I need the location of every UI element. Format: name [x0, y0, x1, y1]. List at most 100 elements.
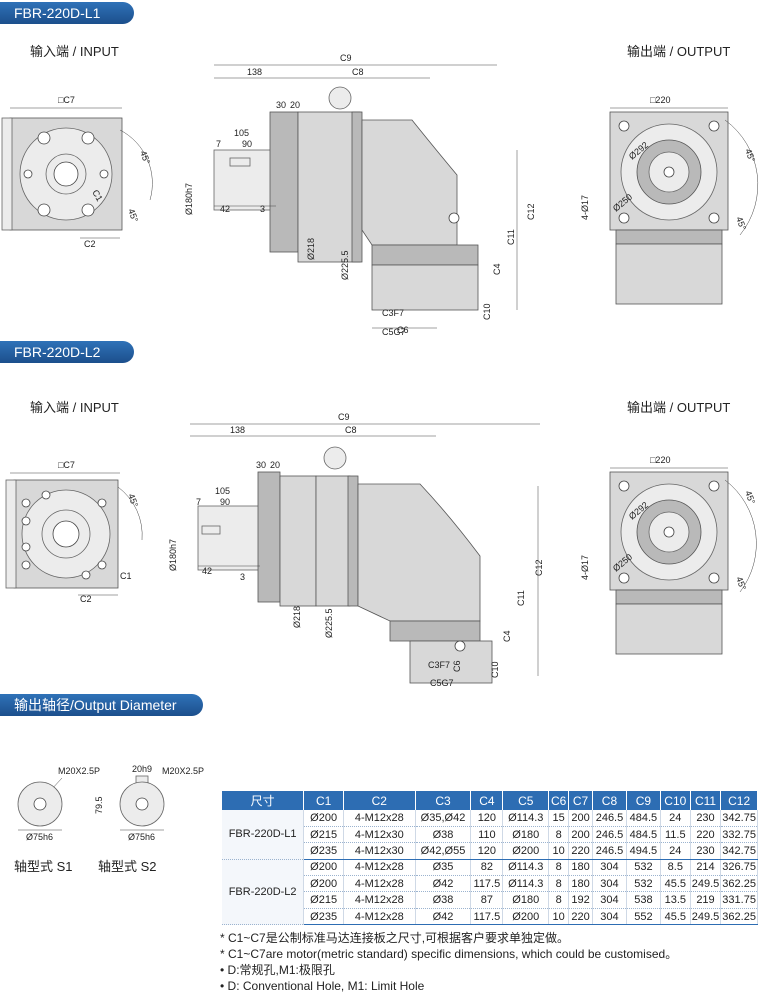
table-cell: 494.5 [626, 842, 661, 860]
dim-c10-l2: C10 [490, 661, 500, 678]
table-cell: 342.75 [720, 842, 758, 860]
dim-90: 90 [242, 139, 252, 149]
table-cell: 4-M12x28 [343, 810, 416, 827]
dim-c3f7: C3F7 [382, 308, 404, 318]
header-cell: C10 [660, 791, 691, 810]
table-cell: 220 [690, 826, 722, 844]
table-cell: 4-M12x28 [343, 891, 416, 909]
side-view-l1: C9 138 C8 30 20 105 7 90 42 3 Ø180h7 Ø21… [184, 53, 536, 337]
table-row: Ø215 4-M12x28 Ø38 87 Ø180 8 192 304 538 … [222, 891, 758, 909]
dim-c3f7-l2: C3F7 [428, 660, 450, 670]
dim-sq220-l2: □220 [650, 455, 670, 465]
table-cell: 532 [626, 859, 661, 877]
s1-diameter-label: Ø75h6 [26, 832, 53, 842]
header-cell: C11 [690, 791, 722, 810]
input-view-l2: □C7 45° C1 C2 [5, 460, 143, 604]
table-cell: 4-M12x30 [343, 826, 416, 844]
table-cell: 120 [470, 810, 504, 827]
table-cell: 219 [690, 891, 722, 909]
dim-20-l2: 20 [270, 460, 280, 470]
table-cell: Ø200 [303, 875, 345, 893]
table-cell: 246.5 [592, 810, 627, 827]
dim-218: Ø218 [306, 238, 316, 260]
header-cell: C5 [502, 791, 550, 810]
dim-c1: C1 [90, 188, 104, 203]
table-cell: 249.5 [690, 908, 722, 926]
dim-90-l2: 90 [220, 497, 230, 507]
dim-2255: Ø225.5 [340, 250, 350, 280]
s1-thread-label: M20X2.5P [58, 766, 100, 776]
table-cell: Ø35,Ø42 [415, 810, 472, 827]
table-row: Ø215 4-M12x30 Ø38 110 Ø180 8 200 246.5 4… [222, 826, 758, 844]
table-row: FBR-220D-L2 Ø200 4-M12x28 Ø35 82 Ø114.3 … [222, 859, 758, 926]
dim-c11-l2: C11 [516, 590, 526, 606]
table-cell: Ø180 [502, 891, 550, 909]
table-cell: 10 [548, 908, 570, 926]
dim-c2-l2: C2 [80, 594, 92, 604]
dim-c2: C2 [84, 239, 96, 249]
table-cell: Ø235 [303, 842, 345, 860]
dim-45-out-l2b: 45° [734, 575, 748, 592]
dim-c8-l2: C8 [345, 425, 357, 435]
section-tag-l2: FBR-220D-L2 [0, 341, 134, 363]
spec-table-header: 尺寸 C1 C2 C3 C4 C5 C6 C7 C8 C9 C10 C11 C1… [222, 791, 758, 810]
s2-height-label: 79.5 [94, 796, 104, 814]
table-cell: 538 [626, 891, 661, 909]
table-cell: Ø114.3 [502, 810, 550, 827]
table-cell: 532 [626, 875, 661, 893]
table-cell: Ø42 [415, 875, 472, 893]
table-cell: 13.5 [660, 891, 691, 909]
table-cell: 4-M12x28 [343, 908, 416, 926]
dim-c10: C10 [482, 303, 492, 320]
table-cell: Ø215 [303, 891, 345, 909]
table-cell: 8 [548, 859, 570, 877]
table-cell: 192 [568, 891, 594, 909]
dim-3-l2: 3 [240, 572, 245, 582]
table-cell: 8.5 [660, 859, 691, 877]
table-cell: 304 [592, 891, 627, 909]
shaft-s2-drawing: 20h9 M20X2.5P 79.5 Ø75h6 [94, 764, 204, 842]
table-cell: 11.5 [660, 826, 691, 844]
table-cell: 362.25 [720, 875, 758, 893]
table-cell: 180 [568, 859, 594, 877]
header-cell: C2 [343, 791, 416, 810]
table-cell: 484.5 [626, 826, 661, 844]
output-view-l2: □220 Ø292 Ø250 4-Ø17 45° 45° [580, 455, 757, 655]
input-caption-l1: 输入端 / INPUT [30, 44, 119, 59]
dim-3: 3 [260, 204, 265, 214]
dim-45deg-a: 45° [138, 149, 152, 166]
header-cell: C9 [626, 791, 661, 810]
note-line: • D: Conventional Hole, M1: Limit Hole [220, 979, 425, 992]
shaft-s2-caption: 轴型式 S2 [98, 859, 157, 874]
table-cell: 230 [690, 810, 722, 827]
dim-45-out-l2a: 45° [743, 489, 757, 506]
table-cell: 342.75 [720, 810, 758, 827]
table-cell: Ø42 [415, 908, 472, 926]
dim-45deg-b: 45° [126, 207, 140, 224]
model-cell-l1: FBR-220D-L1 [222, 810, 305, 860]
note-line: • D:常规孔,M1:极限孔 [220, 963, 335, 977]
dim-30-l2: 30 [256, 460, 266, 470]
header-cell: C1 [303, 791, 345, 810]
table-cell: 326.75 [720, 859, 758, 877]
table-cell: 230 [690, 842, 722, 860]
table-cell: Ø42,Ø55 [415, 842, 472, 860]
model-cell-l2: FBR-220D-L2 [222, 859, 305, 926]
table-cell: 117.5 [470, 875, 504, 893]
dim-4-17-l1: 4-Ø17 [580, 195, 590, 220]
dim-c11: C11 [506, 229, 516, 245]
dim-c8: C8 [352, 67, 364, 77]
dim-c9-l2: C9 [338, 412, 350, 422]
table-cell: 220 [568, 908, 594, 926]
spec-table: 尺寸 C1 C2 C3 C4 C5 C6 C7 C8 C9 C10 C11 C1… [222, 791, 758, 926]
header-cell: C12 [720, 791, 758, 810]
dim-105-l2: 105 [215, 486, 230, 496]
s2-thread-label: M20X2.5P [162, 766, 204, 776]
dim-c12-l2: C12 [534, 559, 544, 576]
dim-30: 30 [276, 100, 286, 110]
dim-4-17-l2: 4-Ø17 [580, 555, 590, 580]
table-cell: Ø180 [502, 826, 550, 844]
dim-c9: C9 [340, 53, 352, 63]
table-cell: 362.25 [720, 908, 758, 926]
dim-c12: C12 [526, 203, 536, 220]
